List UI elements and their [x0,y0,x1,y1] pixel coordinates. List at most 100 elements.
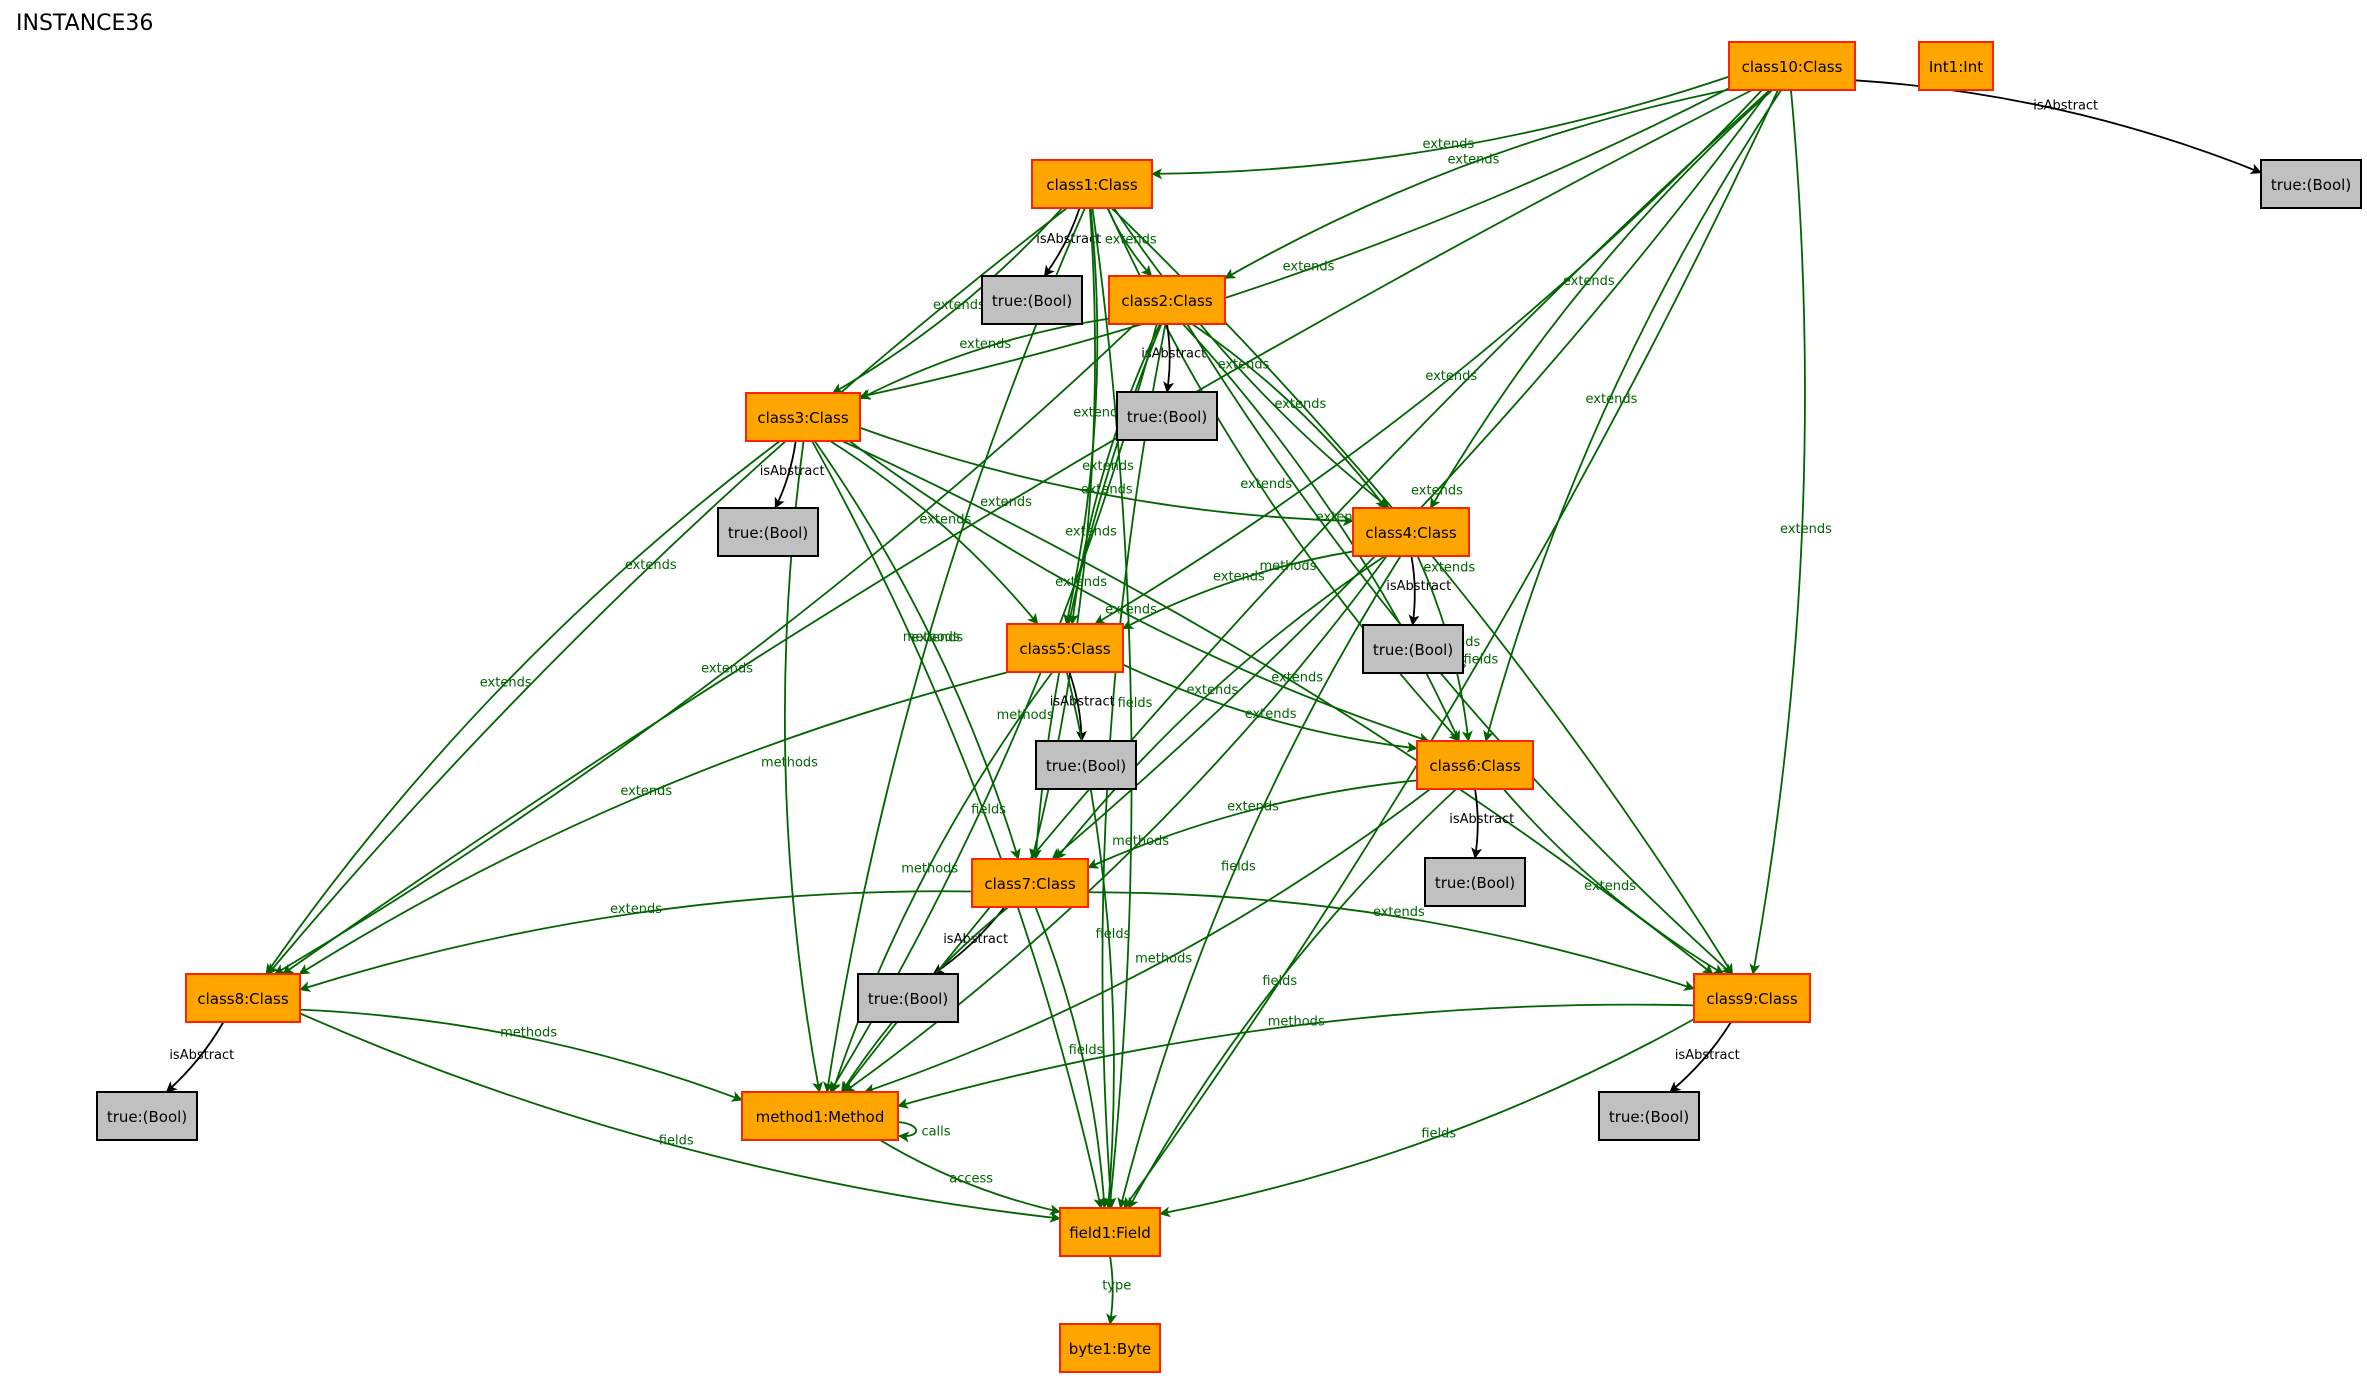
edge-class9-b9-isAbstract [1669,1021,1732,1093]
node-box[interactable] [1424,857,1526,907]
node-label: class2:Class [1121,292,1212,310]
node-box[interactable] [717,507,819,557]
edge-class9-method1-methods [897,1003,1695,1109]
node-int1[interactable]: Int1:Int [1918,41,1994,91]
node-box[interactable] [1116,391,1218,441]
node-class5[interactable]: class5:Class [1006,623,1124,673]
node-class2[interactable]: class2:Class [1108,275,1226,325]
edge-class3-class8-extends [265,440,781,975]
edge-class10-field1-fields [1123,89,1779,1209]
edge-label: extends [610,902,662,917]
edge-class10-class3-extends [859,87,1730,401]
edge-class5-class8-extends [298,671,1009,975]
node-box[interactable] [1059,1323,1161,1373]
node-box[interactable] [1059,1207,1161,1257]
edge-class3-class7-extends [813,440,1021,860]
node-class8[interactable]: class8:Class [185,973,301,1023]
node-box[interactable] [2260,159,2362,209]
edge-class10-method1-methods [841,89,1771,1093]
edge-class1-b1-isAbstract [1043,207,1081,277]
edge-label: extends [701,661,753,676]
diagram-title: INSTANCE36 [16,11,153,36]
node-label: byte1:Byte [1069,1340,1151,1358]
node-box[interactable] [1728,41,1856,91]
nodes-layer: class10:Class Int1:Int true:(Bool) class1:C… [96,41,2362,1373]
edge-class6-class9-extends [1502,788,1725,975]
node-box[interactable] [741,1091,899,1141]
node-class3[interactable]: class3:Class [745,392,861,442]
node-label: true:(Bool) [1435,874,1515,892]
edge-class1-field1-fields [1091,207,1133,1209]
edge-class1-class3-extends [831,207,1063,394]
node-box[interactable] [971,858,1089,908]
edge-label: extends [1423,561,1475,576]
node-box[interactable] [1362,624,1464,674]
node-b5[interactable]: true:(Bool) [1035,740,1137,790]
edge-class10-class6-extends [1483,89,1782,742]
node-label: class5:Class [1019,640,1110,658]
node-b7[interactable]: true:(Bool) [857,973,959,1023]
node-box[interactable] [1031,159,1153,209]
node-b4[interactable]: true:(Bool) [1362,624,1464,674]
node-byte1[interactable]: byte1:Byte [1059,1323,1161,1373]
node-box[interactable] [1006,623,1124,673]
node-class10[interactable]: class10:Class [1728,41,1856,91]
edge-label: calls [921,1125,950,1140]
edge-label: extends [1105,232,1157,247]
edge-label: extends [980,495,1032,510]
node-box[interactable] [1918,41,1994,91]
node-field1[interactable]: field1:Field [1059,1207,1161,1257]
edge-label: type [1102,1279,1131,1294]
node-box[interactable] [1108,275,1226,325]
edge-label: fields [1221,859,1256,874]
edge-label: methods [997,708,1054,723]
node-box[interactable] [1693,973,1811,1023]
node-box[interactable] [745,392,861,442]
node-label: method1:Method [756,1108,885,1126]
node-box[interactable] [1035,740,1137,790]
node-box[interactable] [96,1091,198,1141]
node-label: true:(Bool) [992,292,1072,310]
node-b10[interactable]: true:(Bool) [2260,159,2362,209]
node-class9[interactable]: class9:Class [1693,973,1811,1023]
edge-label: isAbstract [1449,812,1514,827]
node-b2[interactable]: true:(Bool) [1116,391,1218,441]
edge-class7-field1-fields [1034,906,1110,1209]
edge-label: extends [1218,358,1270,373]
node-class6[interactable]: class6:Class [1416,740,1534,790]
edge-class3-class9-extends [841,440,1714,975]
edge-label: isAbstract [169,1048,234,1063]
edge-label: isAbstract [760,464,825,479]
node-b3[interactable]: true:(Bool) [717,507,819,557]
node-box[interactable] [857,973,959,1023]
edge-class3-class5-extends [829,440,1039,625]
node-b1[interactable]: true:(Bool) [981,275,1083,325]
node-box[interactable] [1416,740,1534,790]
edge-class6-class7-extends [1087,779,1418,869]
node-class4[interactable]: class4:Class [1352,507,1470,557]
node-b8[interactable]: true:(Bool) [96,1091,198,1141]
node-b9[interactable]: true:(Bool) [1598,1091,1700,1141]
node-label: true:(Bool) [1046,757,1126,775]
edge-class1-class5-extends [1063,207,1099,625]
node-box[interactable] [185,973,301,1023]
node-label: class6:Class [1429,757,1520,775]
node-box[interactable] [981,275,1083,325]
edge-class6-field1-fields [1127,788,1457,1209]
edge-label: fields [1463,653,1498,668]
node-class7[interactable]: class7:Class [971,858,1089,908]
edge-label: extends [1283,259,1335,274]
edge-class6-method1-methods [863,788,1431,1094]
edge-label: extends [1563,274,1615,289]
node-method1[interactable]: method1:Method [741,1091,899,1141]
node-box[interactable] [1598,1091,1700,1141]
node-class1[interactable]: class1:Class [1031,159,1153,209]
edge-class10-class2-extends [1224,88,1730,280]
edge-label: extends [1780,522,1832,537]
edge-label: extends [1586,392,1638,407]
node-b6[interactable]: true:(Bool) [1424,857,1526,907]
node-label: class9:Class [1706,990,1797,1008]
edge-label: extends [1245,707,1297,722]
node-box[interactable] [1352,507,1470,557]
edge-label: isAbstract [1141,347,1206,362]
